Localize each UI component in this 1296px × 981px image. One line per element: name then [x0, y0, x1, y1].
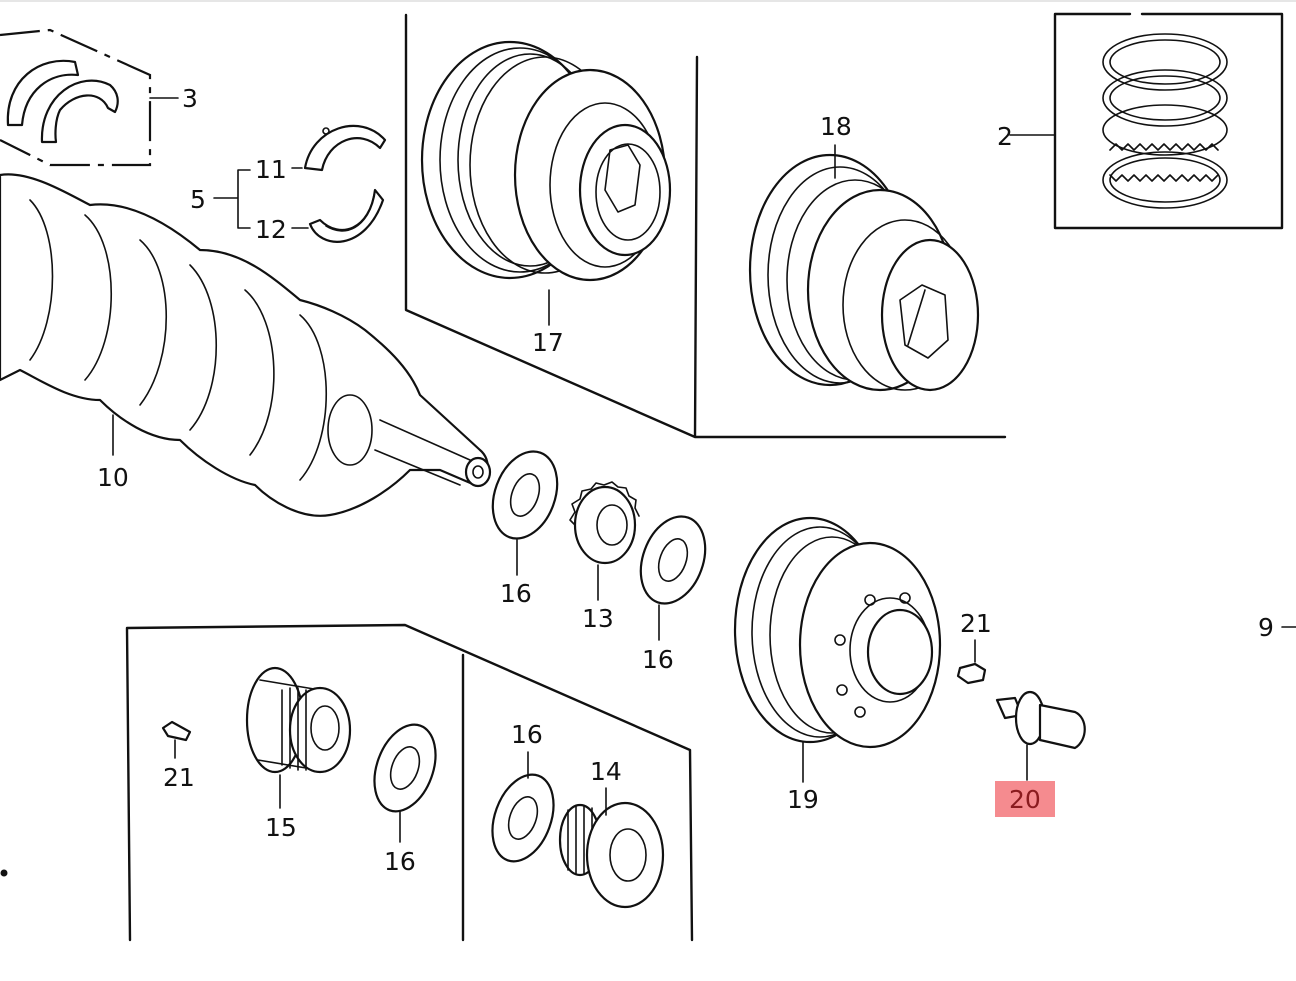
- callout-3[interactable]: 3: [182, 84, 198, 113]
- crankshaft-illustration: [0, 173, 492, 517]
- callout-17[interactable]: 17: [532, 328, 564, 357]
- pulley-17-illustration: [420, 40, 672, 282]
- top-border: [0, 0, 1296, 2]
- callout-10[interactable]: 10: [97, 463, 129, 492]
- callout-20[interactable]: 20: [1009, 785, 1041, 814]
- thrust-washer-box: [0, 28, 152, 167]
- callout-21a[interactable]: 21: [163, 763, 195, 792]
- bearing-11-illustration: [303, 124, 387, 172]
- guide-plate-16c-illustration: [373, 723, 437, 813]
- callout-14[interactable]: 14: [590, 757, 622, 786]
- guide-plate-16d-illustration: [491, 773, 555, 863]
- margin-dot: [0, 869, 8, 877]
- pulley-13-illustration: [569, 481, 640, 565]
- callout-16d[interactable]: 16: [511, 720, 543, 749]
- callout-16b[interactable]: 16: [642, 645, 674, 674]
- pulley-18-illustration: [748, 153, 980, 392]
- thrust-washer-illustration: [6, 59, 119, 144]
- piston-rings-illustration: [1102, 33, 1228, 209]
- guide-plate-16a-illustration: [491, 450, 559, 540]
- guide-plate-16b-illustration: [639, 515, 707, 605]
- callout-21b[interactable]: 21: [960, 609, 992, 638]
- callout-19[interactable]: 19: [787, 785, 819, 814]
- bracket-5: [213, 169, 251, 229]
- callout-18[interactable]: 18: [820, 112, 852, 141]
- bolt-20-illustration: [995, 690, 1086, 750]
- bearing-12-illustration: [308, 188, 385, 243]
- callout-5[interactable]: 5: [190, 185, 206, 214]
- lower-left-box: [125, 623, 694, 942]
- pulley-15-illustration: [245, 666, 352, 774]
- callout-labels: 2 3 5 9 10 11 12 13 14 15 16 16 16 16 17…: [97, 84, 1274, 876]
- callout-2[interactable]: 2: [997, 122, 1013, 151]
- callout-15[interactable]: 15: [265, 813, 297, 842]
- pulley-box-frame: [404, 13, 1007, 439]
- callout-16a[interactable]: 16: [500, 579, 532, 608]
- pulley-19-illustration: [733, 516, 942, 749]
- key-21-right-illustration: [956, 662, 987, 685]
- callout-13[interactable]: 13: [582, 604, 614, 633]
- callout-11[interactable]: 11: [255, 155, 287, 184]
- callout-12[interactable]: 12: [255, 215, 287, 244]
- key-21-left-illustration: [161, 720, 192, 742]
- callout-9[interactable]: 9: [1258, 613, 1274, 642]
- highlight-box: [995, 781, 1055, 817]
- callout-16c[interactable]: 16: [384, 847, 416, 876]
- callout-20-highlight[interactable]: 20: [995, 781, 1055, 817]
- pulley-14-illustration: [558, 801, 665, 909]
- piston-ring-box: [1053, 12, 1284, 230]
